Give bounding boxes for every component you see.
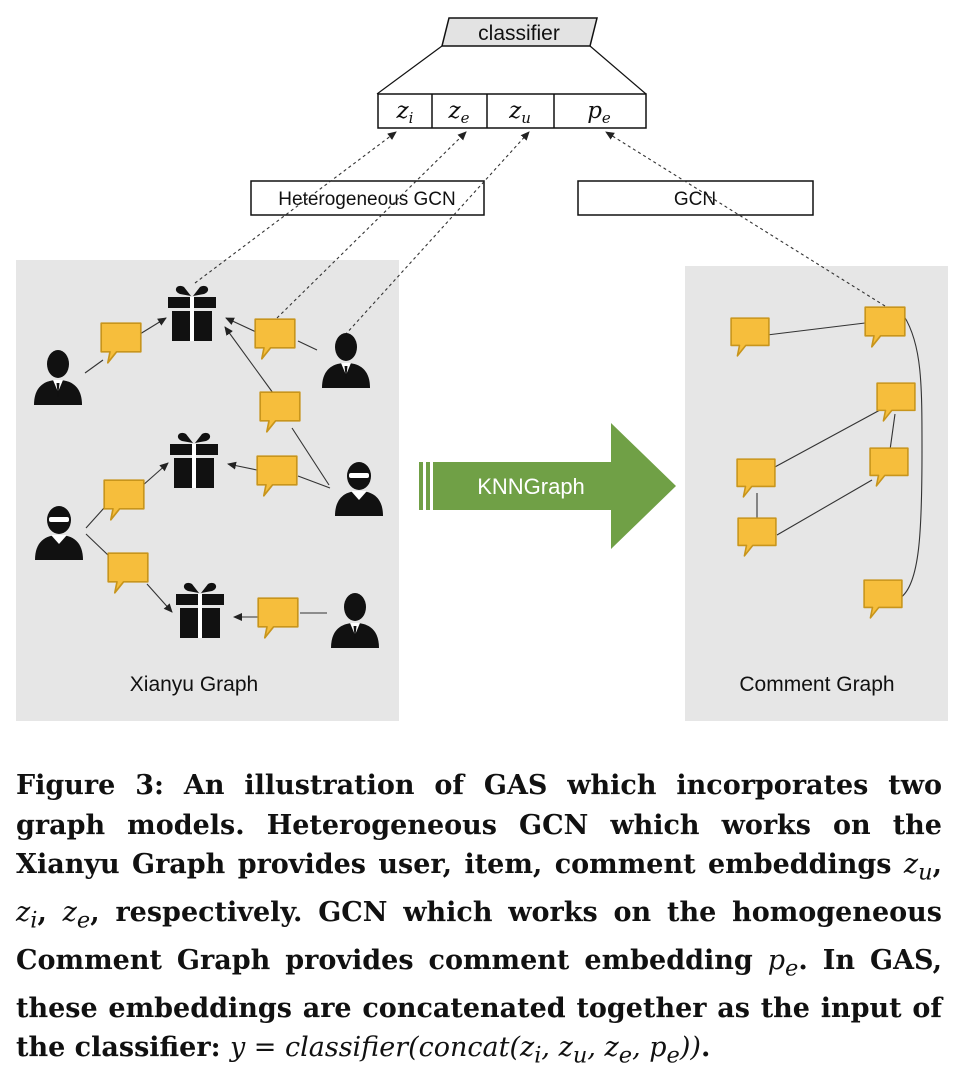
classifier-label: classifier: [478, 22, 560, 45]
xianyu-edges: [84, 317, 331, 621]
embedding-vector: zi ze zu pe: [377, 93, 647, 129]
heterogeneous-gcn-box: [250, 180, 485, 216]
xianyu-graph-label: Xianyu Graph: [130, 673, 258, 696]
heterogeneous-gcn-label: Heterogeneous GCN: [278, 189, 455, 210]
comment-graph-label: Comment Graph: [739, 673, 894, 696]
embedding-ze: ze: [447, 98, 469, 127]
figure-caption: Figure 3: An illustration of GAS which i…: [16, 770, 942, 1069]
knngraph-label: KNNGraph: [477, 474, 585, 499]
gcn-box: [577, 180, 814, 216]
knngraph-arrow: KNNGraph: [419, 423, 676, 549]
embedding-zi: zi: [396, 98, 414, 127]
embedding-arrows: [194, 131, 886, 336]
embedding-zu: zu: [508, 98, 531, 127]
gcn-label: GCN: [674, 189, 716, 210]
comment-graph-edges: [756, 315, 923, 599]
gas-diagram: classifier zi ze zu pe Heterogeneous GCN…: [16, 17, 948, 721]
embedding-pe: pe: [587, 98, 611, 127]
comment-graph-panel: [685, 266, 948, 721]
